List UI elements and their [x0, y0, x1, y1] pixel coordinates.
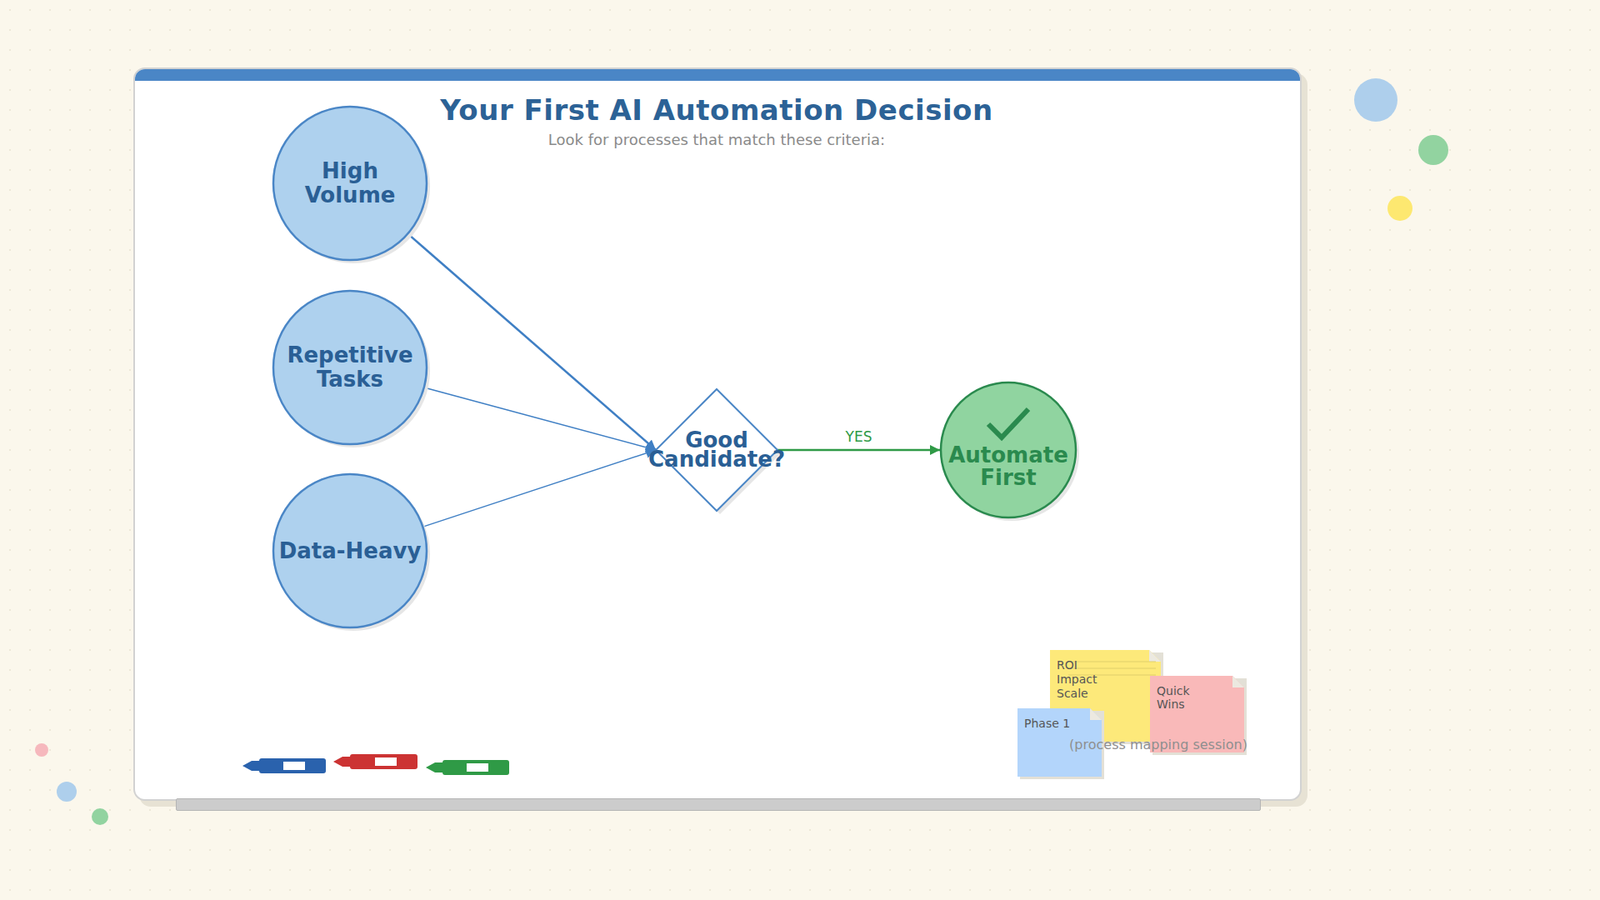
- connector-arrow: [408, 234, 656, 450]
- note-text: ROI: [1056, 658, 1078, 673]
- node-text: Repetitive Tasks: [275, 343, 425, 391]
- criterion-circle: High Volume: [271, 105, 429, 262]
- note-label: Look for processes that match these crit…: [383, 130, 1050, 149]
- deco-dot: [56, 781, 77, 802]
- result-circle: Automate First: [939, 380, 1078, 520]
- connector-arrow: [425, 387, 656, 450]
- node-text: Automate First: [945, 444, 1071, 490]
- node-text: High Volume: [275, 159, 425, 207]
- note-text: Scale: [1056, 686, 1089, 701]
- node-text: Good Candidate?: [645, 430, 789, 470]
- deco-dot: [1418, 135, 1449, 165]
- connector-arrow: [423, 450, 656, 527]
- note-text: Quick Wins: [1156, 684, 1207, 711]
- edge-label: YES: [845, 428, 873, 445]
- check-mark: [983, 405, 1034, 443]
- decision-diamond: Good Candidate?: [655, 388, 779, 512]
- deco-dot: [1387, 195, 1413, 221]
- whiteboard-top-bar: [135, 69, 1300, 81]
- marker-tray: [175, 798, 1261, 811]
- deco-dot: [1354, 78, 1398, 122]
- green-marker: [425, 760, 510, 775]
- connector-arrow: [777, 449, 940, 452]
- node-text: Data-Heavy: [275, 539, 425, 564]
- criterion-circle: Data-Heavy: [271, 472, 429, 630]
- note-text: Impact: [1056, 672, 1097, 687]
- red-marker: [333, 754, 418, 770]
- deco-dot: [91, 808, 109, 825]
- note-label: (process mapping session): [1058, 736, 1259, 753]
- blue-marker: [242, 758, 326, 774]
- note-text: Phase 1: [1024, 716, 1070, 731]
- deco-dot: [35, 743, 49, 757]
- criterion-circle: Repetitive Tasks: [271, 289, 429, 446]
- diagram-title: Your First AI Automation Decision: [300, 93, 1134, 127]
